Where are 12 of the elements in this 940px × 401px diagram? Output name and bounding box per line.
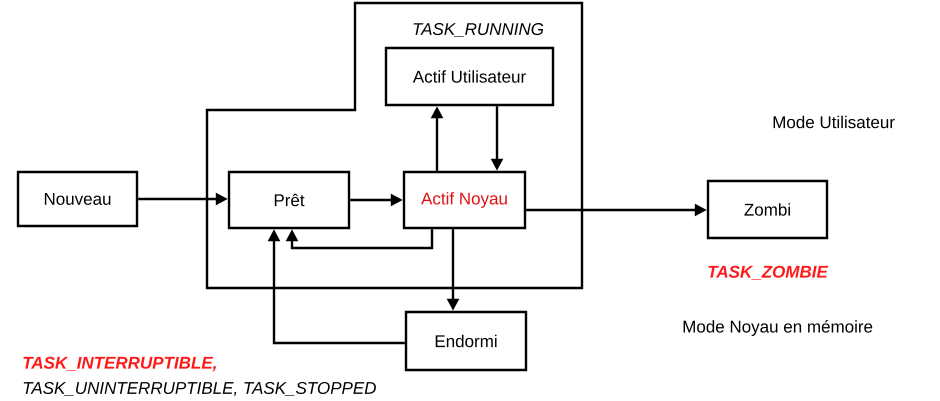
state-caption: TASK_ZOMBIE: [708, 266, 828, 280]
arrow: [286, 229, 434, 250]
state-box: Prêt: [228, 170, 350, 230]
state-box: Endormi: [404, 310, 528, 372]
state-box: Actif Utilisateur: [384, 46, 554, 106]
note-text: Mode Noyau en mémoire: [684, 320, 872, 336]
state-box: Zombi: [706, 180, 828, 240]
state-box: Nouveau: [16, 170, 138, 228]
state-name: TASK_UNINTERRUPTIBLE, TASK_STOPPED: [24, 382, 376, 396]
state-box: Actif Noyau: [402, 170, 526, 230]
note-text: Mode Utilisateur: [774, 116, 895, 128]
state-name: TASK_INTERRUPTIBLE,: [23, 356, 216, 372]
